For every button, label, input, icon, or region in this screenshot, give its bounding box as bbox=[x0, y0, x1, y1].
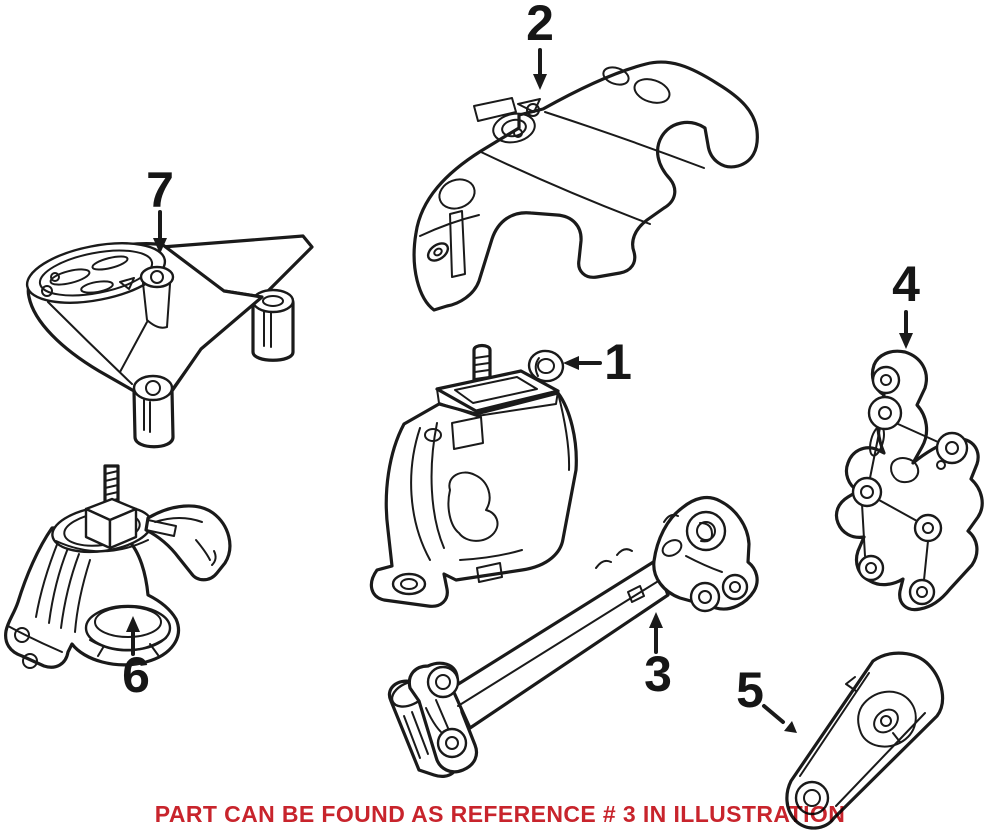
callout-1-arrow bbox=[563, 356, 602, 370]
callout-4-arrow bbox=[899, 310, 913, 349]
callout-4-label: 4 bbox=[892, 256, 920, 312]
callout-3-label: 3 bbox=[644, 646, 672, 702]
part-6-drawing bbox=[4, 464, 232, 669]
callout-6-arrow bbox=[126, 616, 140, 656]
callout-2-arrow bbox=[533, 48, 547, 90]
part-4-drawing bbox=[834, 349, 984, 612]
part-2-drawing bbox=[412, 60, 759, 312]
callout-2-label: 2 bbox=[526, 0, 554, 51]
callout-5-arrow bbox=[762, 704, 797, 733]
part-3-drawing bbox=[387, 495, 759, 778]
callout-6-label: 6 bbox=[122, 647, 150, 703]
callout-7-label: 7 bbox=[146, 162, 174, 218]
caption-text: PART CAN BE FOUND AS REFERENCE # 3 IN IL… bbox=[154, 801, 846, 827]
callout-3-arrow bbox=[649, 612, 663, 654]
part-5-drawing bbox=[785, 651, 945, 830]
callout-1-label: 1 bbox=[604, 334, 632, 390]
callout-7-arrow bbox=[153, 210, 167, 254]
part-7-drawing bbox=[25, 234, 314, 449]
part-1-drawing bbox=[369, 343, 578, 608]
callout-5-label: 5 bbox=[736, 662, 764, 718]
